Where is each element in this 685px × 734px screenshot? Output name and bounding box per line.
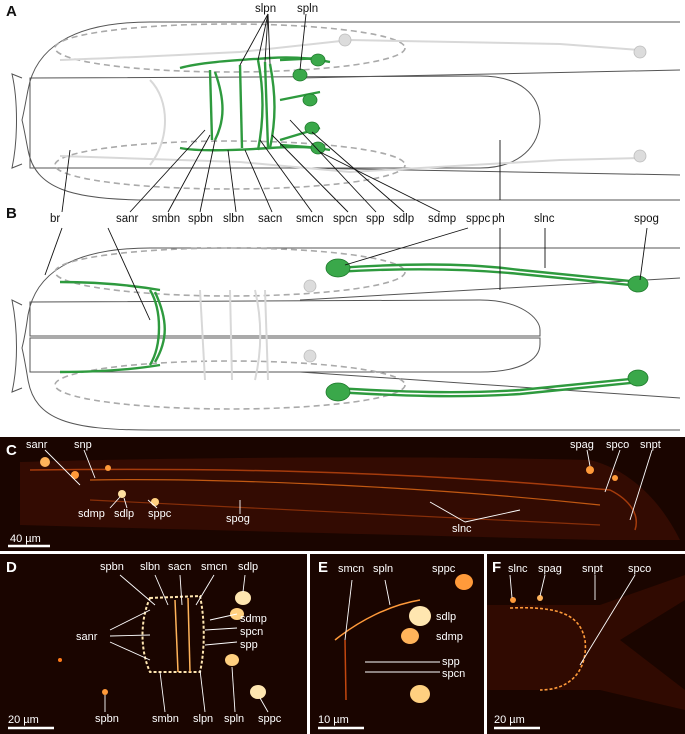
label-slpn: slpn bbox=[255, 3, 276, 15]
label-e-spln: spln bbox=[373, 563, 393, 575]
label-c-sanr: sanr bbox=[26, 439, 48, 451]
label-d-spcn: spcn bbox=[240, 626, 263, 638]
label-f-spco: spco bbox=[628, 563, 651, 575]
label-slbn: slbn bbox=[223, 213, 244, 225]
label-d-spbn-top: spbn bbox=[100, 561, 124, 573]
label-e-spcn: spcn bbox=[442, 668, 465, 680]
panel-a-leaders bbox=[61, 13, 501, 213]
label-e-spp: spp bbox=[442, 656, 460, 668]
label-slnc: slnc bbox=[534, 213, 555, 225]
panel-c-leaders bbox=[44, 449, 653, 523]
panel-b-dorsal-region bbox=[54, 247, 406, 297]
panel-d-leaders bbox=[104, 574, 269, 713]
label-e-sdmp: sdmp bbox=[436, 631, 463, 643]
label-sanr: sanr bbox=[116, 213, 139, 225]
panel-c: C sanr snp sdmp sdlp sppc spog slnc spag… bbox=[0, 437, 685, 551]
label-d-sanr: sanr bbox=[76, 631, 98, 643]
label-d-spln: spln bbox=[224, 713, 244, 725]
panel-e-scale-label: 10 µm bbox=[318, 714, 349, 726]
label-c-spog: spog bbox=[226, 513, 250, 525]
panel-b-letter: B bbox=[6, 205, 17, 222]
label-spp: spp bbox=[366, 213, 385, 225]
label-d-spbn-bottom: spbn bbox=[95, 713, 119, 725]
panel-d-letter: D bbox=[6, 559, 17, 576]
panel-b: B bbox=[6, 205, 681, 431]
label-smbn: smbn bbox=[152, 213, 180, 225]
label-d-smbn: smbn bbox=[152, 713, 179, 725]
label-c-sdlp: sdlp bbox=[114, 508, 134, 520]
label-c-sppc: sppc bbox=[148, 508, 172, 520]
label-c-sdmp: sdmp bbox=[78, 508, 105, 520]
panel-c-scale-label: 40 µm bbox=[10, 533, 41, 545]
label-e-sdlp: sdlp bbox=[436, 611, 456, 623]
panel-e-leaders bbox=[344, 579, 440, 673]
label-c-slnc: slnc bbox=[452, 523, 472, 535]
label-d-slbn: slbn bbox=[140, 561, 160, 573]
panel-f-leaders bbox=[509, 574, 636, 666]
panel-a-mouth bbox=[11, 73, 23, 169]
panel-f: F slnc spag snpt spco 20 µm bbox=[487, 554, 685, 734]
label-f-snpt: snpt bbox=[582, 563, 603, 575]
label-d-spp: spp bbox=[240, 639, 258, 651]
panel-c-letter: C bbox=[6, 442, 17, 459]
panel-b-leaders bbox=[44, 227, 648, 321]
label-e-smcn: smcn bbox=[338, 563, 364, 575]
label-f-spag: spag bbox=[538, 563, 562, 575]
panel-f-scale-label: 20 µm bbox=[494, 714, 525, 726]
label-ph: ph bbox=[492, 213, 505, 225]
label-spbn: spbn bbox=[188, 213, 213, 225]
panel-b-green-nervous-system bbox=[59, 258, 649, 402]
panel-d: D spbn slbn sacn smcn sdlp sdmp spcn spp… bbox=[0, 554, 307, 734]
panel-e-background bbox=[310, 554, 484, 734]
label-d-sppc: sppc bbox=[258, 713, 282, 725]
label-spln: spln bbox=[297, 3, 318, 15]
panel-b-ventral-region bbox=[54, 360, 406, 410]
panel-d-background bbox=[0, 554, 307, 734]
panel-f-letter: F bbox=[492, 559, 501, 576]
label-sppc: sppc bbox=[466, 213, 491, 225]
label-d-sdlp: sdlp bbox=[238, 561, 258, 573]
panel-a-ventral-region bbox=[54, 140, 406, 190]
panel-a-pharynx bbox=[29, 75, 541, 169]
label-c-spag: spag bbox=[570, 439, 594, 451]
label-d-sdmp: sdmp bbox=[240, 613, 267, 625]
panel-b-body-outline bbox=[21, 247, 680, 431]
label-d-slpn: slpn bbox=[193, 713, 213, 725]
panel-a-green-nervous-system bbox=[179, 53, 331, 155]
panel-d-scale-label: 20 µm bbox=[8, 714, 39, 726]
label-spog: spog bbox=[634, 213, 659, 225]
label-f-slnc: slnc bbox=[508, 563, 528, 575]
label-sdmp: sdmp bbox=[428, 213, 456, 225]
label-sdlp: sdlp bbox=[393, 213, 414, 225]
panel-a-letter: A bbox=[6, 3, 17, 20]
label-c-snpt: snpt bbox=[640, 439, 661, 451]
label-br: br bbox=[50, 213, 60, 225]
label-smcn: smcn bbox=[296, 213, 323, 225]
label-c-snp: snp bbox=[74, 439, 92, 451]
panel-e-letter: E bbox=[318, 559, 328, 576]
panel-a: A bbox=[6, 3, 681, 225]
panel-a-dorsal-region bbox=[54, 23, 406, 73]
label-d-smcn: smcn bbox=[201, 561, 227, 573]
label-c-spco: spco bbox=[606, 439, 629, 451]
panel-e: E smcn spln sppc sdlp sdmp spp spcn 10 µ… bbox=[310, 554, 484, 734]
label-e-sppc: sppc bbox=[432, 563, 456, 575]
label-sacn: sacn bbox=[258, 213, 282, 225]
label-spcn: spcn bbox=[333, 213, 357, 225]
panel-a-body-outline bbox=[21, 21, 680, 201]
label-d-sacn: sacn bbox=[168, 561, 191, 573]
